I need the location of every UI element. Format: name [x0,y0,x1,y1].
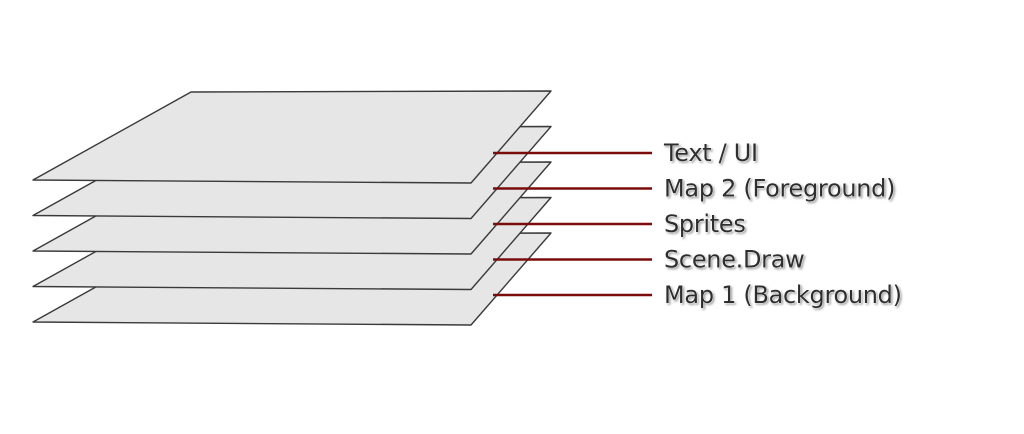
layer-label-sprites: Sprites [664,210,746,238]
layer-sheet-text-ui [32,90,552,184]
layer-label-scene-draw: Scene.Draw [664,246,805,274]
layer-label-text-ui: Text / UI [663,139,758,167]
layer-label-map-2-foreground: Map 2 (Foreground) [664,175,895,203]
layer-labels: Text / UI Map 2 (Foreground) SpritesScene.… [663,139,903,310]
layer-sheets [32,90,552,326]
leader-lines [493,151,652,297]
layer-label-map-1-background: Map 1 (Background) [664,281,902,309]
